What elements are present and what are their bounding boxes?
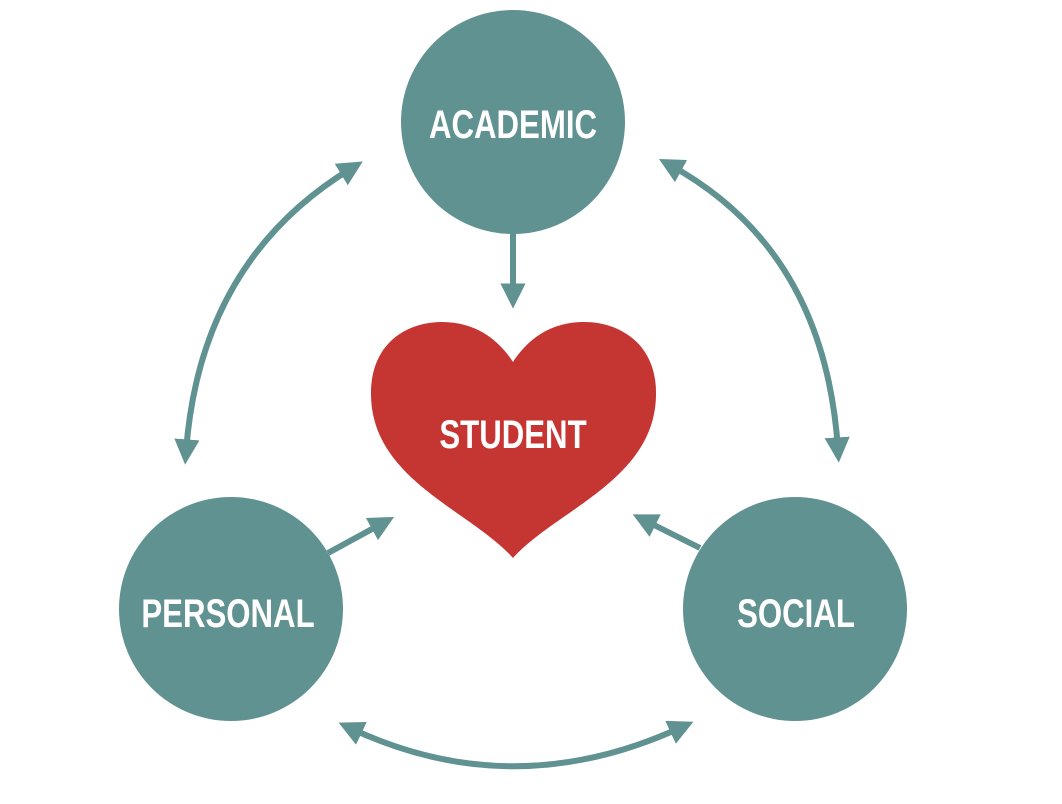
personal-student-arrow — [326, 516, 395, 556]
node-personal: PERSONAL — [119, 497, 343, 721]
node-social: SOCIAL — [683, 497, 907, 721]
social-label: SOCIAL — [737, 591, 855, 636]
academic-label: ACADEMIC — [429, 102, 597, 147]
personal-social-arrow — [338, 720, 694, 770]
academic-social-arrow — [658, 158, 850, 463]
heart-icon — [370, 322, 657, 558]
social-student-arrow — [632, 514, 702, 551]
personal-label: PERSONAL — [141, 591, 314, 636]
student-heart: STUDENT — [370, 322, 657, 558]
student-label: STUDENT — [439, 412, 586, 457]
node-academic: ACADEMIC — [401, 10, 625, 234]
academic-personal-arrow — [174, 161, 363, 465]
